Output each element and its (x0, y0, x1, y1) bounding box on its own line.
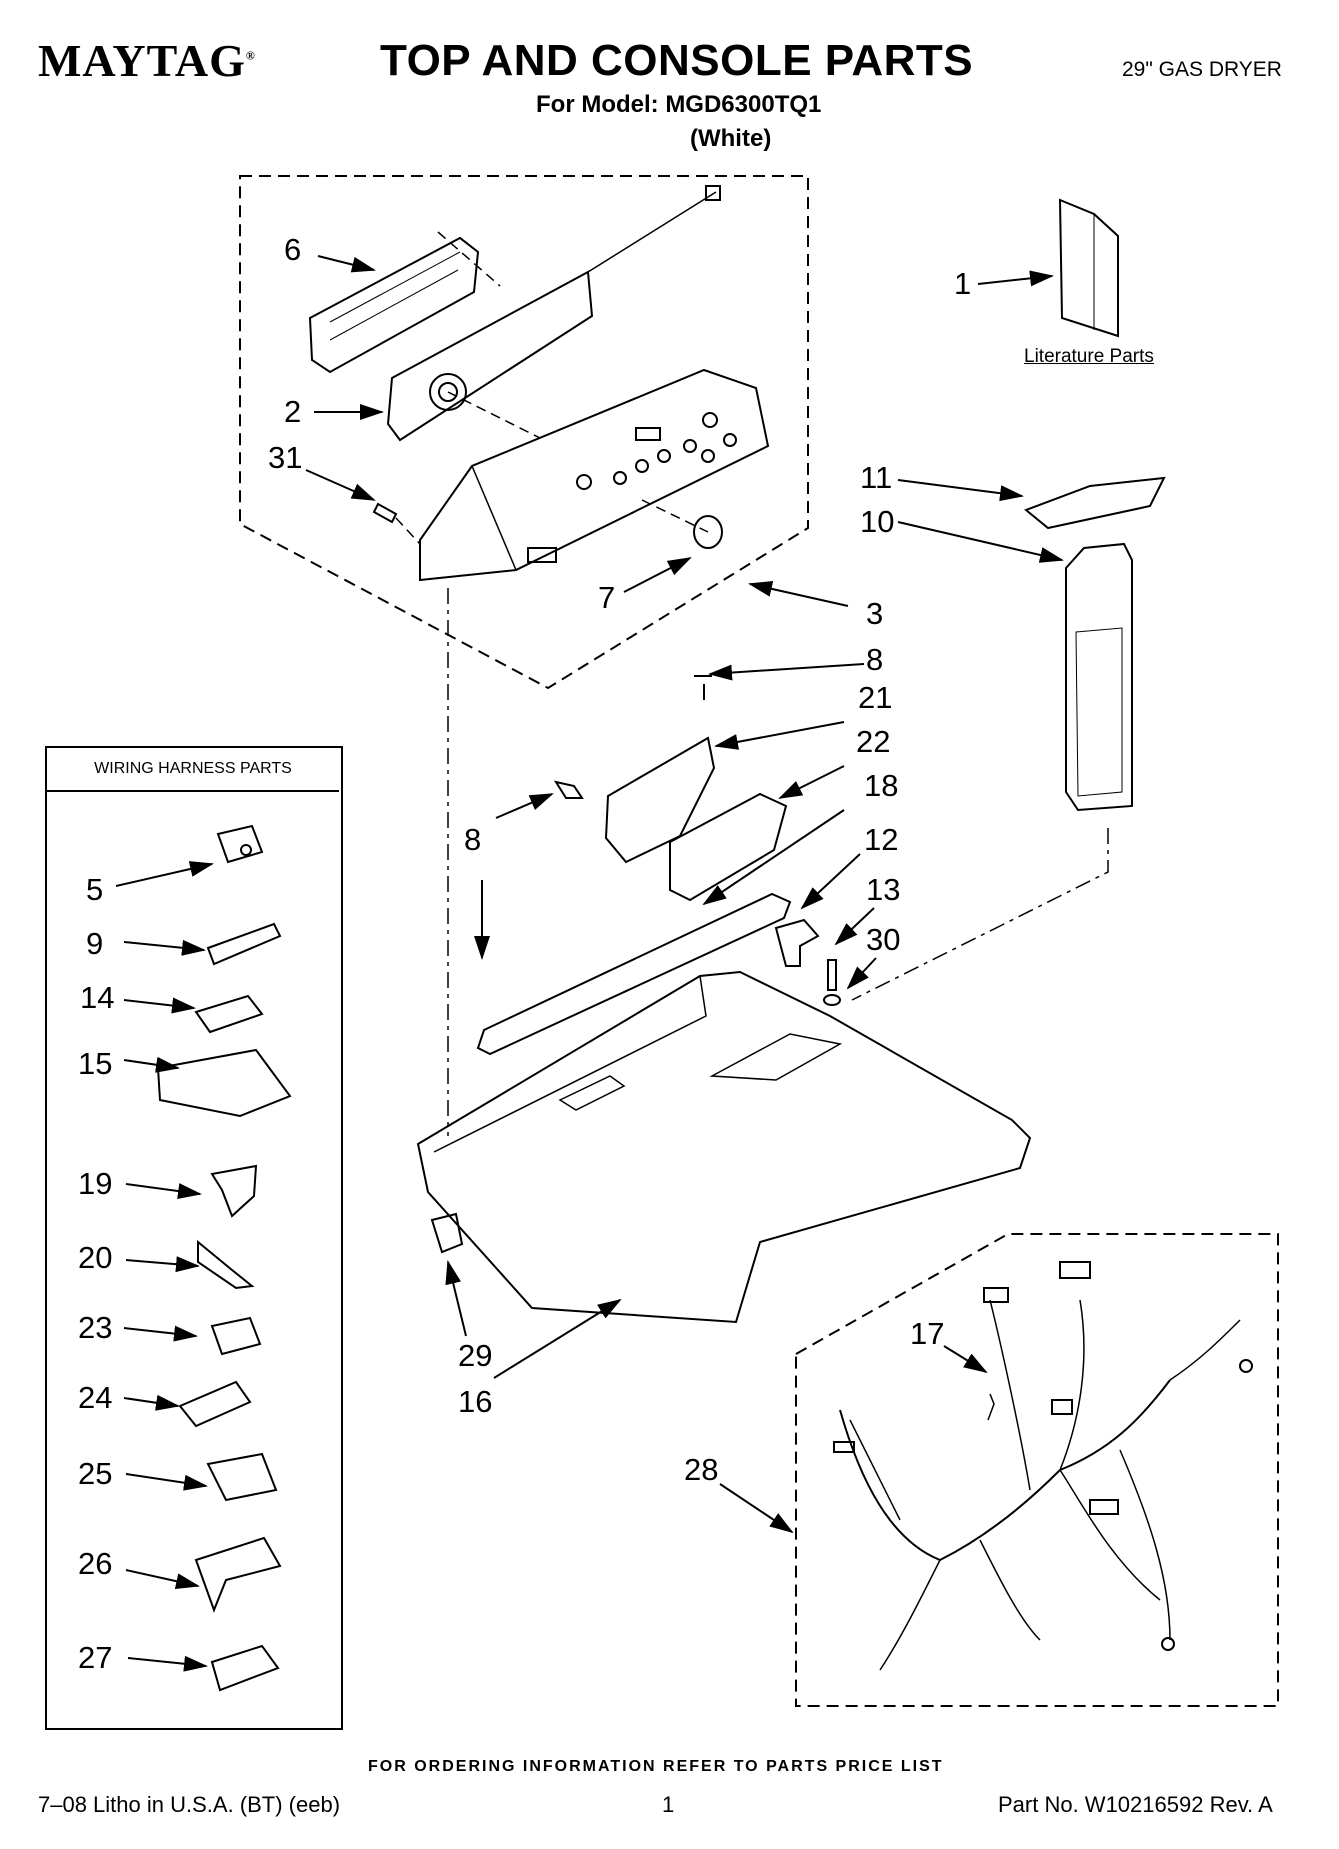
callout-22: 22 (856, 724, 891, 759)
console-group-outline (239, 175, 809, 690)
page-title: TOP AND CONSOLE PARTS (380, 36, 974, 85)
relay-module (669, 792, 788, 902)
lint-screen (1065, 542, 1133, 812)
callout-30: 30 (866, 922, 901, 957)
callout-8: 8 (866, 642, 884, 677)
callout-21: 21 (858, 680, 893, 715)
callout-12: 12 (864, 822, 899, 857)
callout-31: 31 (268, 440, 303, 475)
literature-booklet (1058, 198, 1119, 338)
page-number: 1 (662, 1792, 675, 1817)
callout-28: 28 (684, 1452, 719, 1487)
brand-name: MAYTAG (38, 35, 246, 86)
ordering-note: FOR ORDERING INFORMATION REFER TO PARTS … (368, 1758, 944, 1775)
callout-20: 20 (78, 1240, 113, 1275)
wiring-harness-parts-box (45, 746, 343, 1730)
callout-16: 16 (458, 1384, 493, 1419)
dryer-top-panel (416, 970, 1032, 1324)
color-variant: (White) (690, 125, 772, 152)
mounting-bracket (604, 736, 716, 864)
callout-9: 9 (86, 926, 104, 961)
callout-26: 26 (78, 1546, 113, 1581)
console-panel (419, 368, 770, 582)
part-number: Part No. W10216592 Rev. A (998, 1792, 1273, 1817)
control-panel-bracket (308, 236, 480, 374)
callout-10: 10 (860, 504, 895, 539)
lint-screen-cover (1024, 476, 1166, 530)
callout-7: 7 (598, 580, 616, 615)
callout-6: 6 (284, 232, 302, 267)
callout-5: 5 (86, 872, 104, 907)
product-type: 29" GAS DRYER (1122, 58, 1282, 81)
callout-11: 11 (860, 460, 893, 495)
callout-14: 14 (80, 980, 115, 1015)
callout-17: 17 (910, 1316, 945, 1351)
callout-8-side: 8 (464, 822, 482, 857)
registered-mark: ® (245, 48, 256, 63)
callout-27: 27 (78, 1640, 113, 1675)
callout-29: 29 (458, 1338, 493, 1373)
brand-logo: MAYTAG® (38, 34, 256, 87)
callout-15: 15 (78, 1046, 113, 1081)
electronic-control-board (386, 270, 594, 442)
callout-1: 1 (954, 266, 972, 301)
callout-13: 13 (866, 872, 901, 907)
front-rail (476, 892, 792, 1056)
literature-parts-label: Literature Parts (1024, 346, 1154, 367)
knob (693, 515, 723, 549)
callout-18: 18 (864, 768, 899, 803)
callout-23: 23 (78, 1310, 113, 1345)
callout-3: 3 (866, 596, 884, 631)
wiring-harness-parts-title: WIRING HARNESS PARTS (47, 748, 339, 792)
callout-19: 19 (78, 1166, 113, 1201)
callout-2: 2 (284, 394, 302, 429)
model-line: For Model: MGD6300TQ1 (536, 91, 822, 118)
print-info: 7–08 Litho in U.S.A. (BT) (eeb) (38, 1792, 341, 1817)
harness-group-outline (795, 1233, 1279, 1707)
callout-25: 25 (78, 1456, 113, 1491)
callout-24: 24 (78, 1380, 113, 1415)
